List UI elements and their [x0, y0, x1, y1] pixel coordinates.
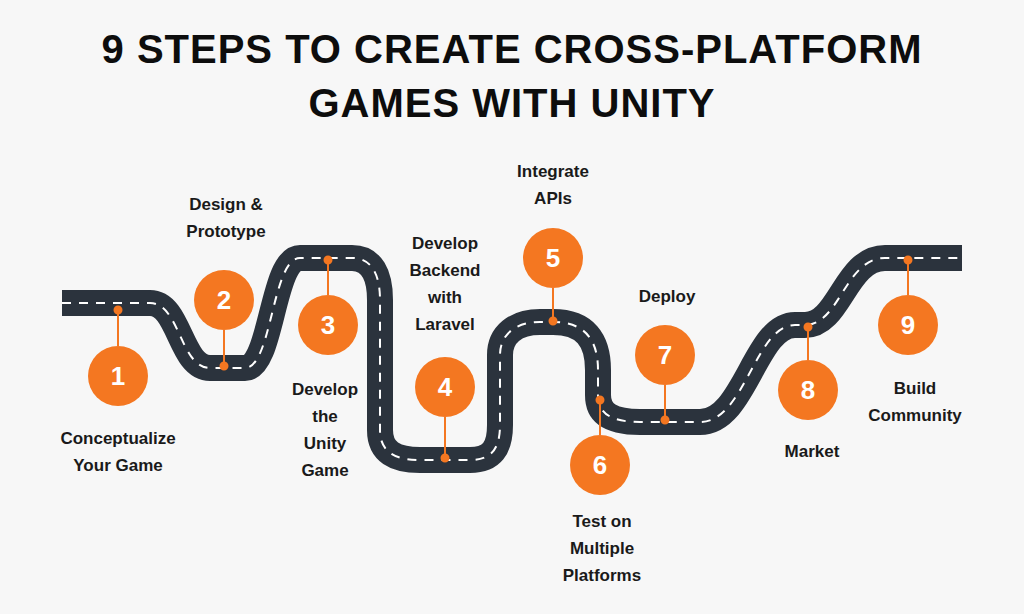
step-number: 3: [298, 295, 358, 355]
step-number: 1: [88, 346, 148, 406]
step-circle: 6Test on Multiple Platforms: [570, 435, 630, 495]
step-number: 6: [570, 435, 630, 495]
road: [62, 258, 962, 460]
road-centre-line: [62, 258, 962, 460]
step-label: Conceptualize Your Game: [43, 425, 193, 479]
step-circle: 7Deploy: [635, 325, 695, 385]
step-circle: 1Conceptualize Your Game: [88, 346, 148, 406]
step-number: 8: [778, 360, 838, 420]
step-circle: 2Design & Prototype: [194, 270, 254, 330]
step-label: Deploy: [639, 283, 696, 310]
step-number: 9: [878, 295, 938, 355]
step-number: 2: [194, 270, 254, 330]
step-number: 5: [523, 228, 583, 288]
step-circle: 8Market: [778, 360, 838, 420]
step-label: Develop Backend with Laravel: [410, 230, 481, 338]
step-label: Integrate APIs: [517, 158, 589, 212]
leader-lines: [115, 257, 912, 462]
step-circle: 3Develop the Unity Game: [298, 295, 358, 355]
step-label: Build Community: [868, 375, 962, 429]
title: 9 STEPS TO CREATE CROSS-PLATFORM GAMES W…: [22, 22, 1002, 130]
step-number: 4: [415, 357, 475, 417]
step-circle: 9Build Community: [878, 295, 938, 355]
step-label: Design & Prototype: [171, 191, 281, 245]
step-label: Market: [785, 438, 840, 465]
step-number: 7: [635, 325, 695, 385]
step-label: Develop the Unity Game: [292, 376, 358, 484]
step-label: Test on Multiple Platforms: [550, 508, 655, 589]
step-circle: 4Develop Backend with Laravel: [415, 357, 475, 417]
step-circle: 5Integrate APIs: [523, 228, 583, 288]
